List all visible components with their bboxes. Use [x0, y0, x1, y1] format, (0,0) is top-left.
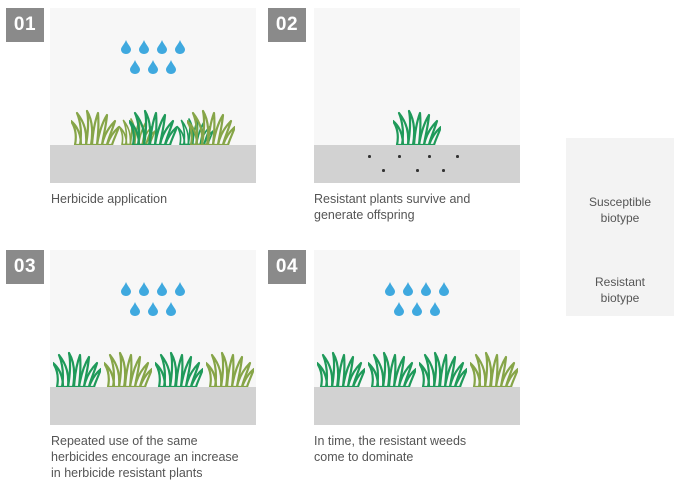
rain-drop-icon — [148, 60, 158, 79]
step-number-badge: 02 — [268, 8, 306, 42]
legend-label-line: biotype — [600, 291, 640, 305]
rain-drop-icon — [121, 282, 131, 301]
resistant-grass-icon — [417, 351, 468, 392]
rain-drop-icon — [157, 282, 167, 301]
susceptible-grass-icon — [204, 351, 255, 392]
caption-line: herbicides encourage an increase — [51, 450, 239, 464]
soil-ground — [314, 387, 520, 425]
rain-drop-icon — [403, 282, 413, 301]
seed-dot — [382, 169, 385, 172]
step-1-panel — [50, 8, 256, 183]
seed-dot — [398, 155, 401, 158]
susceptible-grass-icon — [102, 351, 153, 392]
rain-drop-icon — [139, 40, 149, 59]
resistant-grass-icon — [51, 351, 102, 392]
rain-drop-icon — [385, 282, 395, 301]
soil-ground — [50, 145, 256, 183]
rain-drop-icon — [412, 302, 422, 321]
soil-ground — [50, 387, 256, 425]
legend-label-line: Susceptible — [588, 195, 652, 209]
legend-label-line: biotype — [600, 211, 640, 225]
step-3-caption: Repeated use of the same herbicides enco… — [51, 433, 271, 481]
step-3-panel — [50, 250, 256, 425]
rain-drop-icon — [139, 282, 149, 301]
rain-drop-icon — [121, 40, 131, 59]
step-number-badge: 03 — [6, 250, 44, 284]
rain-drop-icon — [430, 302, 440, 321]
seed-dot — [416, 169, 419, 172]
step-2-caption: Resistant plants survive and generate of… — [314, 191, 524, 223]
rain-drop-icon — [439, 282, 449, 301]
caption-line: come to dominate — [314, 450, 414, 464]
resistant-grass-icon — [153, 351, 204, 392]
rain-drop-icon — [166, 302, 176, 321]
caption-line: generate offspring — [314, 208, 415, 222]
seed-dot — [368, 155, 371, 158]
step-1-caption: Herbicide application — [51, 191, 261, 207]
susceptible-grass-icon — [468, 351, 519, 392]
resistant-grass-icon — [602, 240, 638, 268]
legend-label-line: Resistant — [594, 275, 646, 289]
seed-dot — [428, 155, 431, 158]
resistant-grass-icon — [391, 109, 443, 150]
resistant-grass-icon — [315, 351, 366, 392]
rain-drop-icon — [421, 282, 431, 301]
caption-line: in herbicide resistant plants — [51, 466, 203, 480]
resistant-grass-icon — [366, 351, 417, 392]
rain-drop-icon — [148, 302, 158, 321]
step-2-panel — [314, 8, 520, 183]
susceptible-grass-icon — [602, 160, 638, 188]
caption-line: In time, the resistant weeds — [314, 434, 467, 448]
caption-line: Resistant plants survive and — [314, 192, 471, 206]
step-number-badge: 01 — [6, 8, 44, 42]
rain-drop-icon — [175, 40, 185, 59]
soil-ground — [314, 145, 520, 183]
legend: Susceptible biotype Resistant biotype — [566, 138, 674, 316]
rain-drop-icon — [175, 282, 185, 301]
rain-drop-icon — [130, 60, 140, 79]
rain-drop-icon — [130, 302, 140, 321]
seed-dot — [456, 155, 459, 158]
rain-drop-icon — [394, 302, 404, 321]
rain-drop-icon — [157, 40, 167, 59]
rain-drop-icon — [166, 60, 176, 79]
seed-dot — [442, 169, 445, 172]
step-4-caption: In time, the resistant weeds come to dom… — [314, 433, 524, 465]
susceptible-grass-icon — [185, 109, 237, 150]
caption-line: Repeated use of the same — [51, 434, 198, 448]
step-4-panel — [314, 250, 520, 425]
step-number-badge: 04 — [268, 250, 306, 284]
caption-line: Herbicide application — [51, 192, 168, 206]
